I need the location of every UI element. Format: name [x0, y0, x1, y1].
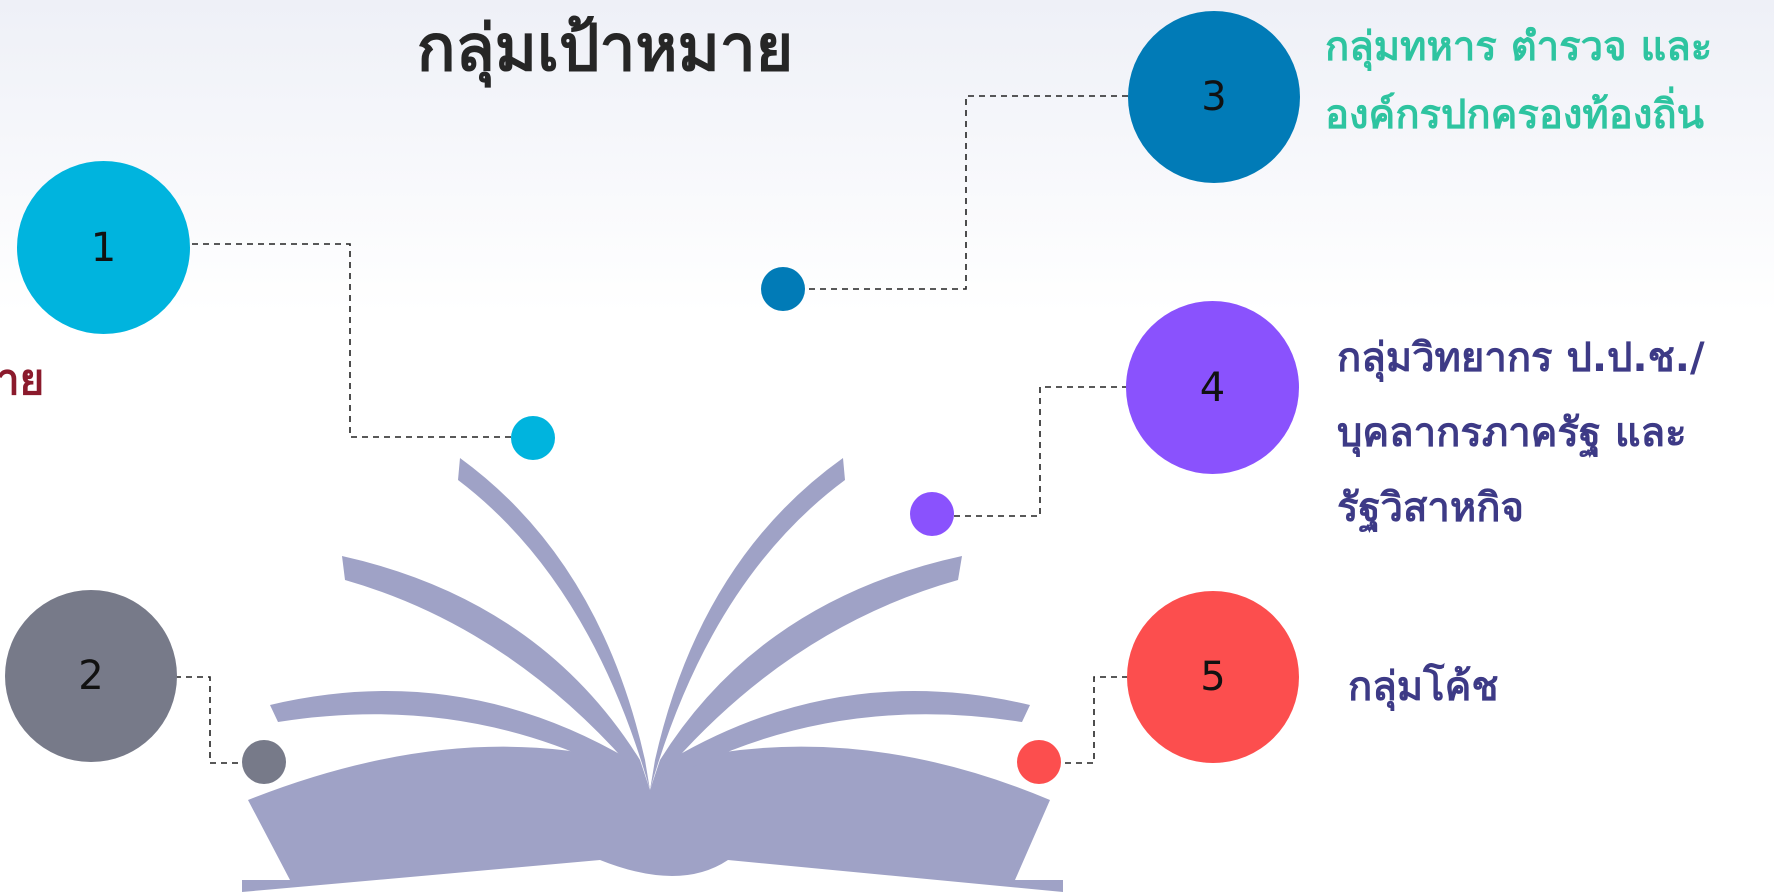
open-book-icon [242, 458, 1063, 892]
connector-3 [804, 95, 1128, 290]
node-4-label-line-3: รัฐวิสาหกิจ [1337, 485, 1524, 531]
node-4-circle: 4 [1126, 301, 1299, 474]
connector-4 [950, 386, 1128, 517]
connector-5 [1060, 676, 1128, 764]
node-3-number: 3 [1201, 74, 1227, 120]
node-3-label-line-1: กลุ่มทหาร ตำรวจ และ [1325, 24, 1713, 70]
connector-1 [170, 243, 518, 438]
node-1-number: 1 [90, 224, 117, 271]
node-4-number: 4 [1199, 364, 1226, 411]
node-1-label: าย [0, 355, 45, 404]
node-5-circle: 5 [1127, 591, 1299, 763]
node-5-dot [1017, 740, 1061, 784]
node-1-circle: 1 [17, 161, 190, 334]
node-4-dot [910, 492, 954, 536]
node-5-number: 5 [1200, 654, 1226, 700]
node-4-label-line-2: บุคลากรภาครัฐ และ [1337, 410, 1687, 456]
node-3-dot [761, 267, 805, 311]
page-title: กลุ่มเป้าหมาย [416, 12, 794, 86]
node-1-dot [511, 416, 555, 460]
node-4-label-line-1: กลุ่มวิทยากร ป.ป.ช./ [1337, 335, 1705, 381]
node-3-label: กลุ่มทหาร ตำรวจ และ องค์กรปกครองท้องถิ่น [1325, 13, 1712, 149]
node-3-circle: 3 [1128, 11, 1300, 183]
node-2-dot [242, 740, 286, 784]
node-3-label-line-2: องค์กรปกครองท้องถิ่น [1325, 92, 1704, 138]
node-2-number: 2 [78, 653, 104, 699]
node-2-circle: 2 [5, 590, 177, 762]
node-4-label: กลุ่มวิทยากร ป.ป.ช./ บุคลากรภาครัฐ และ ร… [1337, 321, 1705, 546]
connector-2 [175, 676, 262, 764]
node-5-label: กลุ่มโค้ช [1348, 664, 1499, 710]
